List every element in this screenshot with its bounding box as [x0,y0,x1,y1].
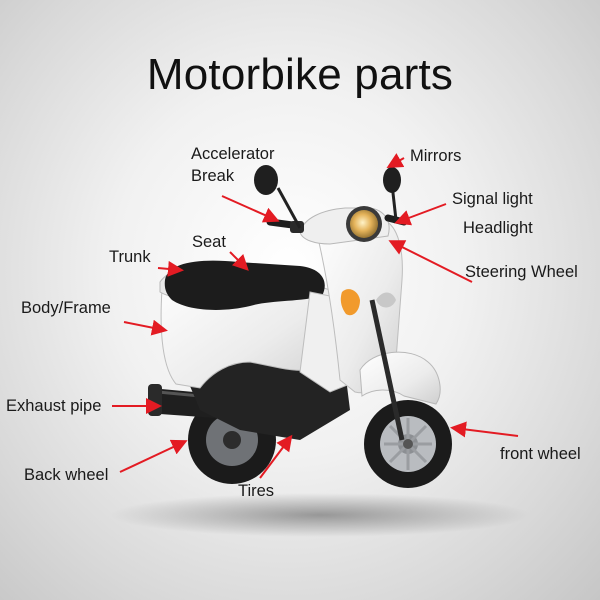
arrow-accelerator [221,195,280,223]
label-body-frame: Body/Frame [21,299,111,317]
label-steering-wheel: Steering Wheel [465,263,578,281]
label-accelerator: Accelerator [191,145,275,163]
label-seat: Seat [192,233,226,251]
front-signal-light [340,289,360,316]
label-mirrors: Mirrors [410,147,462,165]
front-wheel-part [364,400,452,488]
arrow-trunk [157,260,184,277]
page-title: Motorbike parts [146,50,454,99]
front-fender-part [359,351,441,405]
arrow-seat [229,251,249,271]
arrow-tires [259,434,293,479]
label-signal-light: Signal light [452,190,533,208]
arrow-steering-wheel [388,240,473,283]
label-tires: Tires [238,482,275,500]
arrow-body-frame [123,319,168,336]
label-headlight: Headlight [463,219,533,237]
arrow-signal-light [394,203,447,226]
handle-grip [290,221,304,233]
arrow-front-wheel [450,421,519,438]
front-fork-part [369,299,405,441]
label-front-wheel: front wheel [500,445,581,463]
ground-shadow [110,493,530,537]
arrow-back-wheel [119,439,188,473]
front-badge [376,292,396,308]
right-mirror-part [383,167,401,221]
left-mirror-part [254,165,302,229]
label-exhaust-pipe: Exhaust pipe [6,397,102,415]
arrow-mirrors [386,153,405,168]
headlight-part [346,206,382,242]
label-trunk: Trunk [109,248,151,266]
seat-part [164,260,325,310]
label-back-wheel: Back wheel [24,466,109,484]
arrow-group [112,153,519,479]
label-break: Break [191,167,235,185]
